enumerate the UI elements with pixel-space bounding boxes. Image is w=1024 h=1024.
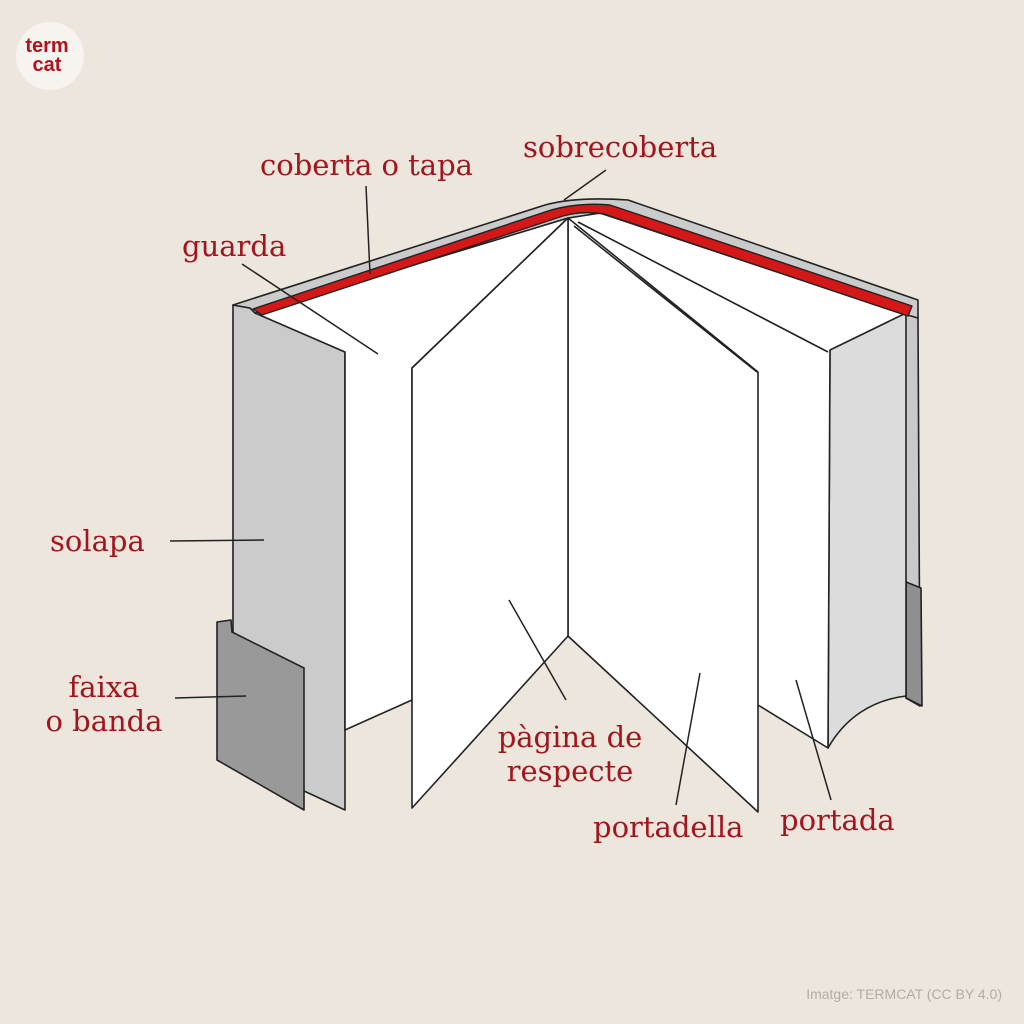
label-coberta-o-tapa: coberta o tapa: [260, 148, 473, 182]
label-pagina-line-1: pàgina de: [497, 720, 643, 754]
leader-faixa: [174, 695, 247, 699]
label-portadella: portadella: [593, 810, 744, 844]
label-sobrecoberta: sobrecoberta: [523, 130, 718, 164]
logo-line-1: term: [25, 35, 69, 57]
leader-portadella: [675, 672, 701, 806]
pagina-respecte-page: [411, 217, 569, 809]
image-credit: Imatge: TERMCAT (CC BY 4.0): [806, 986, 1002, 1002]
label-guarda: guarda: [182, 229, 287, 263]
label-portada: portada: [780, 803, 895, 837]
page-line-1: [577, 221, 829, 353]
label-faixa-o-banda: faixa o banda: [40, 670, 168, 738]
logo-line-2: cat: [32, 54, 62, 76]
leader-pagina: [508, 599, 567, 701]
leader-coberta: [365, 185, 371, 275]
termcat-logo: term cat: [16, 22, 84, 90]
leader-solapa: [169, 539, 265, 542]
label-faixa-line-2: o banda: [45, 704, 163, 738]
leader-sobrecoberta: [563, 169, 607, 201]
label-pagina-line-2: respecte: [506, 754, 634, 788]
label-faixa-line-1: faixa: [68, 670, 140, 704]
page-line-2: [573, 225, 758, 373]
faixa-band: [216, 619, 305, 811]
label-solapa: solapa: [50, 524, 145, 558]
leader-guarda: [241, 263, 379, 355]
right-page-block-edge: [827, 311, 907, 749]
label-pagina-de-respecte: pàgina de respecte: [480, 720, 660, 788]
leader-portada: [795, 679, 832, 801]
jacket-top: [232, 198, 919, 319]
coberta-red-band: [252, 203, 913, 317]
right-band: [905, 581, 923, 707]
